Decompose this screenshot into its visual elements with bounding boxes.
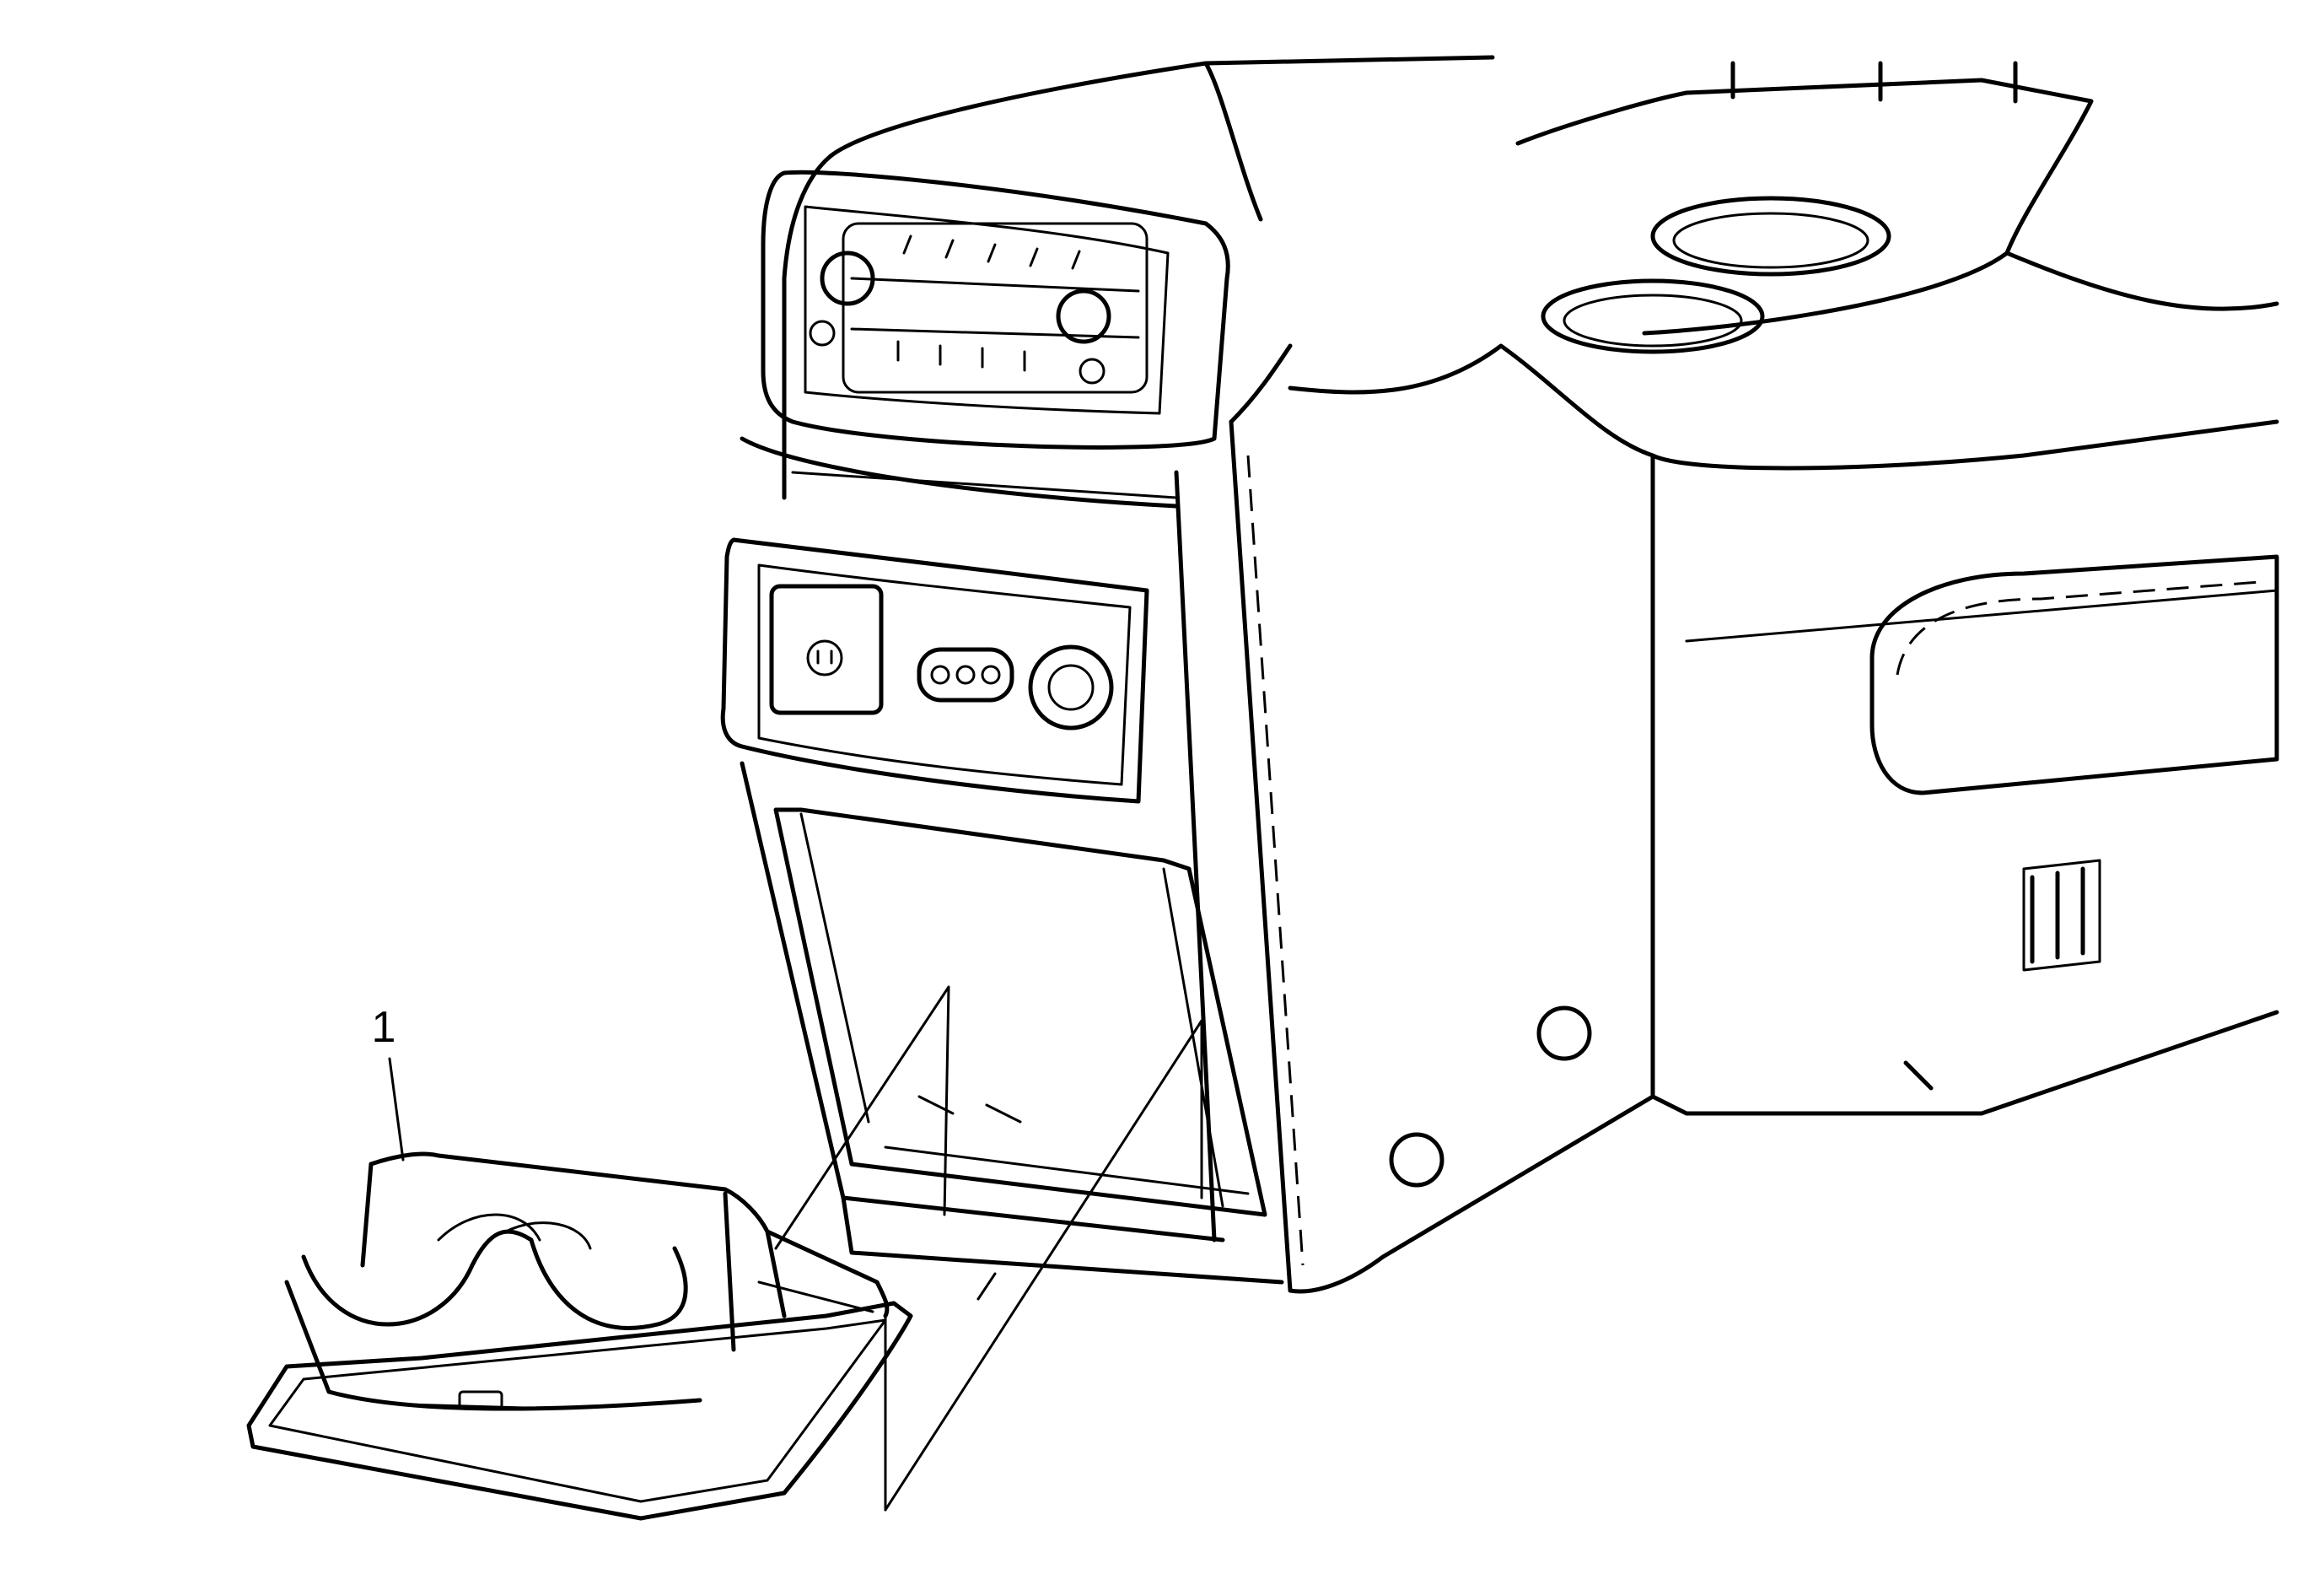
callout-leader-line (388, 1057, 405, 1162)
cup-holder-icon-2 (1541, 278, 1765, 354)
callout-1: 1 (372, 1003, 405, 1162)
cup-holder-icon (1650, 196, 1891, 277)
power-port-icon (1028, 644, 1114, 730)
rear-console (1515, 61, 2279, 1116)
callout-label: 1 (372, 1003, 396, 1052)
right-knob-icon (1056, 288, 1111, 344)
ac-outlet-icon (769, 584, 884, 715)
installation-guide-lines (774, 985, 1203, 1512)
audio-jack-icon (917, 647, 1014, 703)
console-insert-tray (246, 1151, 913, 1521)
climate-control-panel (809, 222, 1149, 394)
power-outlet-bezel (720, 537, 1149, 804)
side-fastener-icon-2 (1389, 1132, 1444, 1188)
left-knob-icon (820, 251, 875, 306)
side-fastener-icon (1536, 1005, 1592, 1061)
tray-clip-icon (458, 1390, 503, 1410)
center-console (720, 55, 1655, 1294)
